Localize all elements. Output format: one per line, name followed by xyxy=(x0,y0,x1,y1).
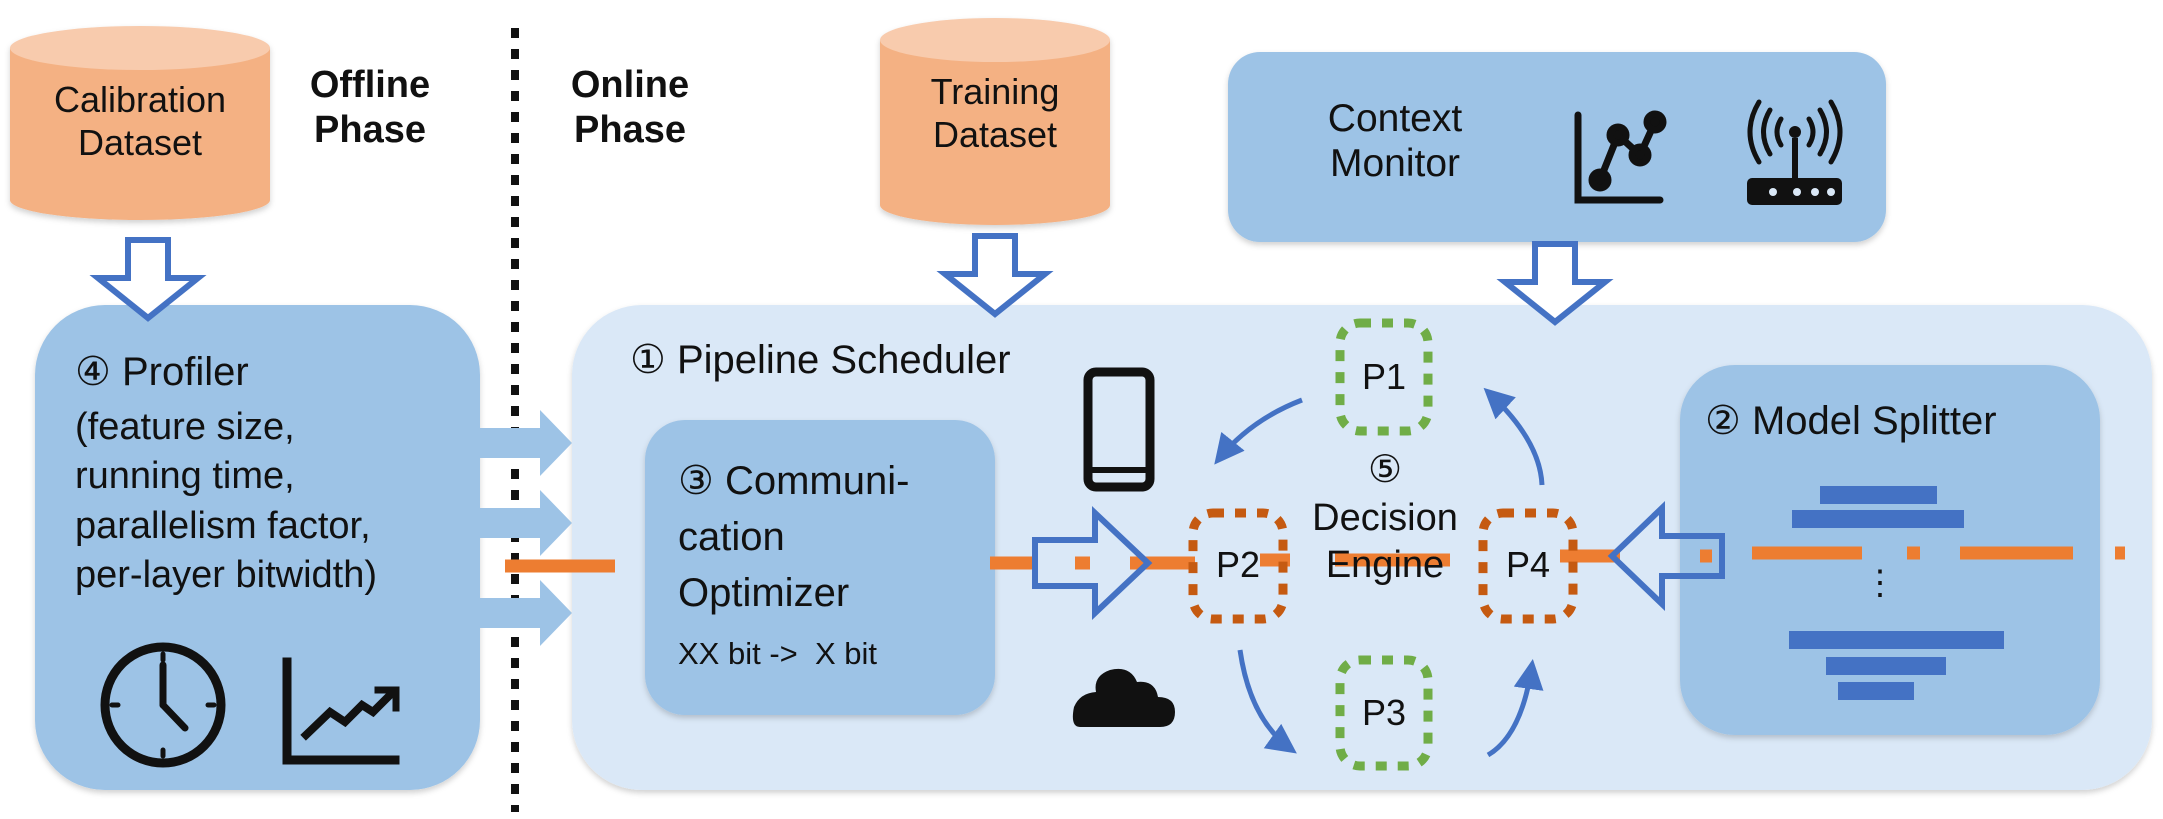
calibration-dataset-cylinder xyxy=(10,26,270,220)
decision-engine-title: ⑤ Decision Engine xyxy=(1312,449,1458,586)
online-phase-label: Online Phase xyxy=(570,64,690,151)
model-splitter-bars xyxy=(1789,486,2004,700)
pipeline-scheduler-title: ① Pipeline Scheduler xyxy=(630,338,1011,382)
partition-p2-box xyxy=(1188,508,1288,624)
profiler-title: ④ Profiler xyxy=(75,350,249,394)
profiler-arrow-2 xyxy=(480,490,572,556)
model-splitter-ellipsis: ⋮ xyxy=(1863,564,1897,602)
wifi-router-icon xyxy=(1747,99,1843,205)
partition-p3-box xyxy=(1335,655,1433,771)
communication-optimizer-box xyxy=(645,420,995,715)
clock-icon xyxy=(100,642,226,768)
context-monitor-title: Context Monitor xyxy=(1327,97,1463,185)
arrow-into-p2 xyxy=(1032,506,1153,620)
partition-p1-box xyxy=(1335,318,1433,436)
down-arrow-training xyxy=(936,233,1054,318)
profiler-arrow-1 xyxy=(480,410,572,476)
communication-optimizer-title: ③ Communi- cation Optimizer xyxy=(678,459,910,615)
partition-p3-label: P3 xyxy=(1361,692,1407,733)
partition-p2-label: P2 xyxy=(1215,544,1261,585)
model-splitter-title: ② Model Splitter xyxy=(1705,399,1997,443)
training-dataset-cylinder xyxy=(880,18,1110,225)
context-monitor-box xyxy=(1228,52,1886,242)
smartphone-icon xyxy=(1083,367,1155,492)
calibration-dataset-label: Calibration Dataset xyxy=(53,79,227,164)
training-dataset-label: Training Dataset xyxy=(930,71,1060,156)
partition-p4-label: P4 xyxy=(1505,544,1551,585)
communication-optimizer-subtitle: XX bit -> X bit xyxy=(678,636,878,671)
cloud-icon xyxy=(1072,668,1175,727)
profiler-arrow-3 xyxy=(480,580,572,646)
partition-p4-box xyxy=(1478,508,1578,624)
line-chart-icon xyxy=(1574,110,1667,204)
down-arrow-context xyxy=(1496,241,1614,326)
offline-phase-label: Offline Phase xyxy=(309,64,431,151)
trend-chart-icon xyxy=(282,657,400,765)
decision-cycle-arrows xyxy=(1214,387,1545,758)
arrow-from-splitter xyxy=(1607,500,1725,612)
down-arrow-calibration xyxy=(89,237,207,322)
profiler-box xyxy=(35,305,480,790)
partition-p1-label: P1 xyxy=(1361,356,1407,397)
profiler-details: (feature size, running time, parallelism… xyxy=(75,406,377,597)
